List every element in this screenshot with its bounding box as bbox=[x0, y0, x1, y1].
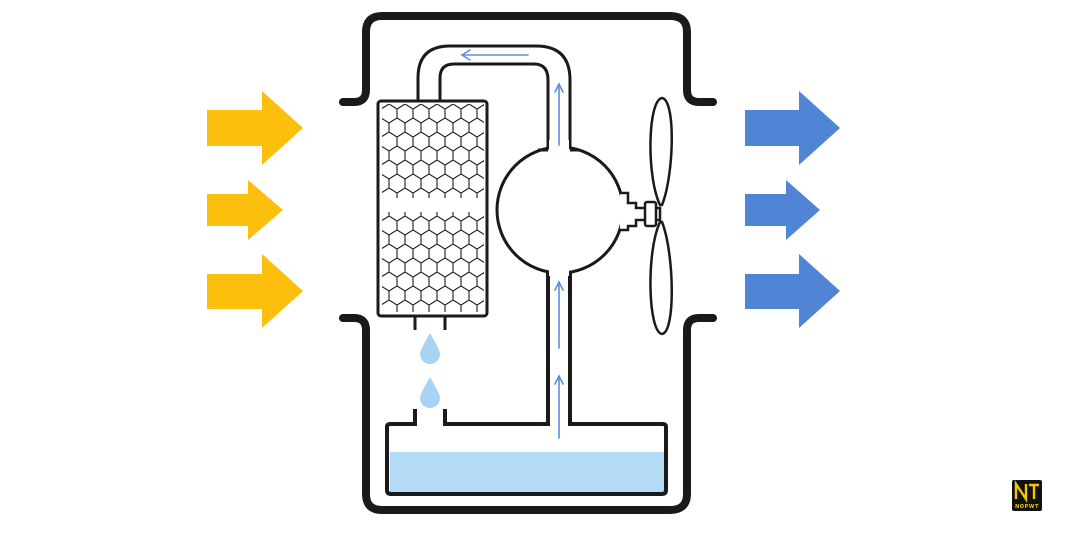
filter-mesh-top bbox=[382, 104, 484, 198]
compressor-icon bbox=[495, 140, 662, 276]
compressor-shaft bbox=[620, 191, 662, 232]
filter-mesh-bottom bbox=[382, 212, 484, 312]
inflow-arrows bbox=[207, 91, 303, 328]
pipe-inner bbox=[438, 62, 550, 150]
logo-text: NOPWT bbox=[1015, 504, 1039, 510]
outflow-arrow-top bbox=[745, 91, 840, 165]
outflow-arrow-bottom bbox=[745, 254, 840, 328]
housing-top bbox=[339, 12, 717, 106]
compressor-body bbox=[495, 145, 625, 275]
brand-logo: NOPWT bbox=[1012, 480, 1042, 511]
inflow-arrow-middle bbox=[207, 180, 283, 240]
inflow-arrow-top bbox=[207, 91, 303, 165]
droplet-icon bbox=[420, 333, 440, 364]
tank-outline bbox=[385, 270, 668, 496]
pipe-outer bbox=[416, 44, 572, 150]
refrigerant-pipe bbox=[416, 44, 572, 150]
compressor-pipe-neck-bottom bbox=[549, 268, 569, 276]
fan-blade-bottom bbox=[649, 220, 673, 336]
flow-arrowhead-top bbox=[460, 49, 471, 61]
droplets bbox=[420, 333, 440, 408]
tank-water bbox=[390, 452, 665, 492]
flow-lines bbox=[460, 49, 564, 439]
fan-blade-top bbox=[649, 96, 673, 207]
flow-arrowhead-riser-upper bbox=[554, 280, 564, 291]
filter-icon bbox=[376, 99, 489, 330]
droplet-icon bbox=[420, 377, 440, 408]
outflow-arrow-middle bbox=[745, 180, 820, 240]
flow-arrowhead-up-pipe bbox=[554, 82, 564, 93]
fan-hub bbox=[643, 200, 658, 228]
housing bbox=[339, 12, 717, 514]
housing-bottom bbox=[339, 314, 717, 514]
flow-arrowhead-riser-lower bbox=[554, 374, 564, 385]
outflow-arrows bbox=[745, 91, 840, 328]
fan-icon bbox=[649, 96, 673, 336]
inflow-arrow-bottom bbox=[207, 254, 303, 328]
logo-mark bbox=[1014, 480, 1039, 503]
water-tank-icon bbox=[385, 270, 668, 496]
filter-drain bbox=[413, 316, 447, 330]
compressor-pipe-neck-top bbox=[549, 140, 569, 152]
